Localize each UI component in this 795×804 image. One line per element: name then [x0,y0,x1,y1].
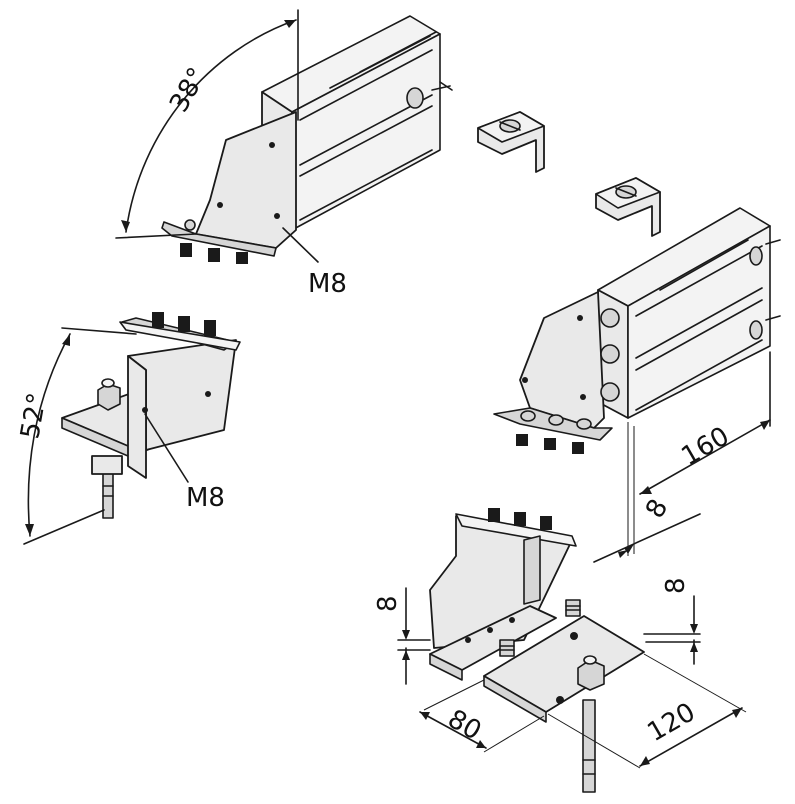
angle-label-38: 38° [164,63,213,118]
assembly-38-degree [115,9,453,264]
dim-label-160: 160 [677,421,735,472]
dim-label-8-right: 8 [661,577,691,594]
dim-label-8-mid: 8 [640,494,674,523]
assembly-right [493,207,781,563]
angle-label-52: 52° [15,391,53,442]
dim-label-8-left: 8 [373,595,403,612]
assembly-bottom [397,508,747,793]
slot-nut-1 [477,111,545,173]
dim-label-80: 80 [443,704,487,747]
dim-label-120: 120 [643,697,701,748]
slot-nut-2 [595,177,661,237]
assembly-52-degree [23,312,241,545]
thread-label-m8-left: M8 [186,483,225,513]
thread-label-m8-top: M8 [308,269,347,299]
